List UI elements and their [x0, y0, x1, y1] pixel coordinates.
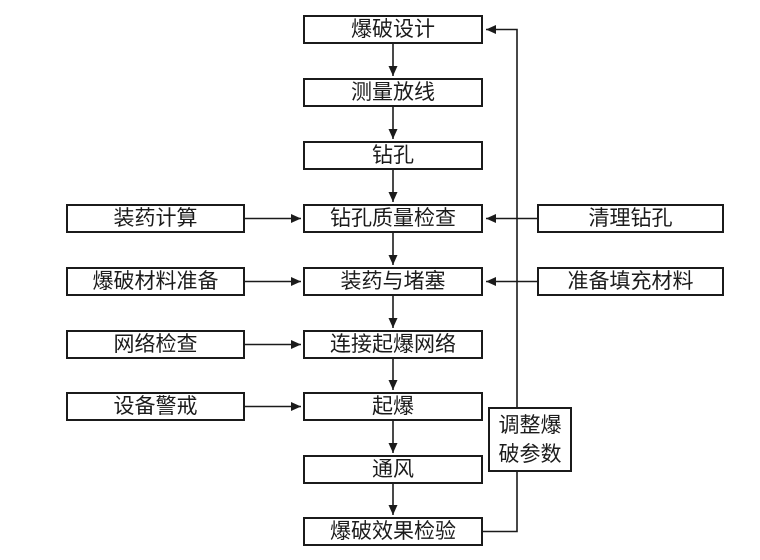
node-label: 连接起爆网络 — [330, 331, 456, 356]
node-detonation: 起爆 — [303, 392, 483, 421]
node-clean-drillholes: 清理钻孔 — [537, 204, 724, 233]
node-connect-initiation-network: 连接起爆网络 — [303, 330, 483, 359]
node-label: 准备填充材料 — [567, 268, 694, 293]
node-drillhole-quality-check: 钻孔质量检查 — [303, 204, 483, 233]
node-label: 爆破效果检验 — [330, 518, 456, 543]
node-label: 爆破材料准备 — [92, 268, 219, 293]
node-label-line1: 调整爆 — [498, 412, 562, 437]
node-blast-design: 爆破设计 — [303, 15, 483, 44]
node-drilling: 钻孔 — [303, 141, 483, 170]
node-label: 爆破设计 — [351, 16, 435, 41]
node-label: 设备警戒 — [113, 393, 198, 418]
node-prepare-filling-material: 准备填充材料 — [537, 267, 724, 296]
node-adjust-blast-parameters: 调整爆 破参数 — [488, 407, 572, 472]
node-charging-stemming: 装药与堵塞 — [303, 267, 483, 296]
node-label: 清理钻孔 — [588, 205, 673, 230]
node-blast-result-inspection: 爆破效果检验 — [303, 517, 483, 546]
node-label: 装药计算 — [113, 205, 198, 230]
node-ventilation: 通风 — [303, 455, 483, 484]
node-label: 钻孔 — [372, 142, 414, 167]
node-label: 起爆 — [372, 393, 414, 418]
node-equipment-guard: 设备警戒 — [66, 392, 245, 421]
node-blast-material-preparation: 爆破材料准备 — [66, 267, 245, 296]
node-charge-calculation: 装药计算 — [66, 204, 245, 233]
node-network-check: 网络检查 — [66, 330, 245, 359]
node-label: 钻孔质量检查 — [330, 205, 456, 230]
node-label-line2: 破参数 — [498, 441, 562, 466]
node-label: 网络检查 — [113, 331, 198, 356]
node-label: 装药与堵塞 — [340, 268, 446, 293]
node-label: 通风 — [372, 456, 414, 481]
node-label: 测量放线 — [351, 79, 435, 104]
node-survey-layout: 测量放线 — [303, 78, 483, 107]
